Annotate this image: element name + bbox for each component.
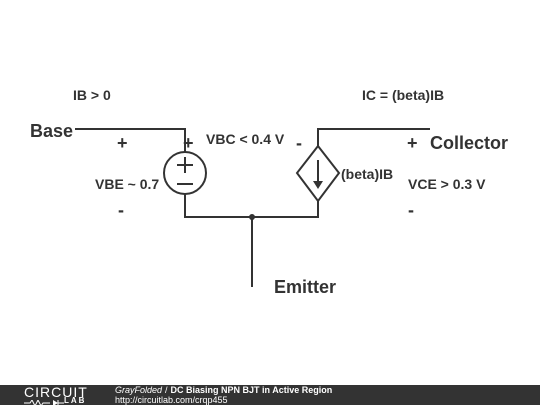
author-name[interactable]: GrayFolded: [115, 385, 163, 395]
source-label: (beta)IB: [341, 166, 394, 182]
base-label: Base: [30, 121, 74, 141]
emitter-junction-dot: [249, 214, 255, 220]
footer-separator: /: [165, 385, 168, 395]
ib-label: IB > 0: [73, 87, 111, 103]
footer-bar: CIRCUIT LAB GrayFolded/DC Biasing NPN BJ…: [0, 384, 540, 406]
vbc-label: VBC < 0.4 V: [206, 131, 285, 147]
vbc-plus-sign: +: [183, 133, 194, 153]
circuit-url[interactable]: http://circuitlab.com/crqp455: [115, 395, 228, 405]
vbe-minus-sign: -: [118, 200, 124, 220]
vce-label: VCE > 0.3 V: [408, 176, 486, 192]
circuit-diagram: [75, 128, 430, 287]
logo-lab-text: LAB: [64, 396, 87, 405]
vce-minus-sign: -: [408, 200, 414, 220]
vbc-minus-sign: -: [296, 133, 302, 153]
vbe-plus-sign: +: [117, 133, 128, 153]
ic-label: IC = (beta)IB: [362, 87, 445, 103]
current-arrow-head: [313, 181, 323, 189]
bottom-wire: [184, 194, 319, 218]
collector-label: Collector: [430, 133, 509, 153]
vbe-label: VBE ~ 0.7: [95, 176, 160, 192]
base-wire: [75, 128, 186, 152]
collector-wire: [317, 128, 430, 146]
emitter-label: Emitter: [274, 277, 337, 297]
circuit-title[interactable]: DC Biasing NPN BJT in Active Region: [170, 385, 333, 395]
circuitlab-logo[interactable]: CIRCUIT: [24, 384, 88, 400]
logo-wire-icon: [24, 400, 64, 406]
dependent-current-source: [295, 144, 341, 203]
footer-title-line: GrayFolded/DC Biasing NPN BJT in Active …: [115, 386, 332, 395]
vce-plus-sign: +: [407, 133, 418, 153]
